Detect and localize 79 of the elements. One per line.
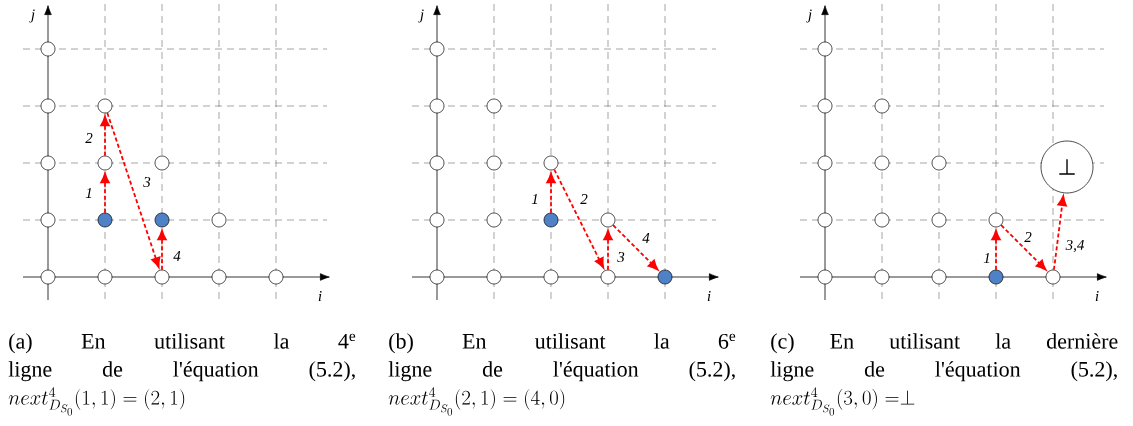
lattice-point bbox=[600, 269, 616, 285]
edge-label: 1 bbox=[530, 193, 540, 205]
caption-formula: $next^{4}_{D_{S_0}}(3,0) = \perp$ bbox=[770, 387, 915, 416]
lattice-point bbox=[97, 269, 113, 285]
lattice-point bbox=[817, 98, 833, 114]
arrow bbox=[991, 229, 1001, 271]
caption-formula: $next^{4}_{D_{S_0}}(1,1) = (2,1)$ bbox=[8, 387, 185, 416]
lattice-point bbox=[429, 98, 445, 114]
lattice-point bbox=[40, 269, 56, 285]
lattice-point bbox=[817, 269, 833, 285]
axis-label: j bbox=[418, 9, 424, 23]
lattice-point bbox=[154, 212, 170, 228]
caption-text: (c) En utilisant la dernière ligne de l'équation (5.2), bbox=[770, 333, 1118, 382]
edge-label: 2 bbox=[579, 193, 589, 205]
lattice-point bbox=[211, 269, 227, 285]
lattice-point bbox=[657, 269, 673, 285]
arrow bbox=[1053, 195, 1067, 271]
lattice-point bbox=[97, 155, 113, 171]
lattice-point bbox=[874, 269, 890, 285]
lattice-point bbox=[429, 41, 445, 57]
arrow bbox=[612, 224, 659, 271]
lattice-point bbox=[40, 98, 56, 114]
lattice-point bbox=[543, 212, 559, 228]
lattice-point bbox=[154, 155, 170, 171]
caption-text: (b) En utilisant la 6$^{e}$ ligne de l'équation (5.2), bbox=[388, 333, 736, 382]
lattice-point bbox=[211, 212, 227, 228]
lattice-point bbox=[931, 269, 947, 285]
edge-label: 4 bbox=[172, 250, 182, 262]
lattice-point bbox=[931, 155, 947, 171]
arrow bbox=[546, 172, 556, 214]
lattice-point bbox=[97, 98, 113, 114]
edge-label: 2 bbox=[84, 132, 94, 144]
lattice-point bbox=[486, 212, 502, 228]
axis-label: i bbox=[707, 291, 711, 301]
lattice-point bbox=[40, 155, 56, 171]
lattice-point bbox=[154, 269, 170, 285]
edge-label: 2 bbox=[1023, 231, 1033, 243]
lattice-point bbox=[874, 98, 890, 114]
arrow bbox=[106, 112, 161, 268]
arrow bbox=[100, 172, 110, 214]
lattice-point bbox=[874, 212, 890, 228]
lattice-point bbox=[988, 212, 1004, 228]
lattice-point bbox=[40, 41, 56, 57]
lattice-point bbox=[486, 269, 502, 285]
edge-label: 1 bbox=[982, 252, 992, 264]
lattice-point bbox=[874, 155, 890, 171]
lattice-point bbox=[429, 212, 445, 228]
edge-label: 3 bbox=[142, 175, 152, 189]
edge-label: 3 bbox=[616, 250, 626, 264]
lattice-point bbox=[97, 212, 113, 228]
axis-label: i bbox=[318, 291, 322, 301]
edge-label: 3,4 bbox=[1064, 238, 1086, 254]
caption-text: (a) En utilisant la 4$^{e}$ ligne de l'équation (5.2), bbox=[8, 333, 356, 382]
lattice-point bbox=[600, 212, 616, 228]
lattice-point bbox=[1045, 269, 1061, 285]
lattice-point bbox=[486, 98, 502, 114]
axis-label: j bbox=[29, 9, 35, 23]
caption-formula: $next^{4}_{D_{S_0}}(2,1) = (4,0)$ bbox=[388, 387, 565, 416]
lattice-point bbox=[40, 212, 56, 228]
lattice-point bbox=[931, 212, 947, 228]
lattice-point bbox=[543, 269, 559, 285]
arrow bbox=[1000, 224, 1047, 271]
lattice-point bbox=[817, 212, 833, 228]
lattice-point bbox=[268, 269, 284, 285]
edge-label: 4 bbox=[641, 232, 651, 244]
lattice-point bbox=[817, 155, 833, 171]
arrow bbox=[603, 229, 613, 271]
lattice-point bbox=[486, 155, 502, 171]
lattice-point bbox=[988, 269, 1004, 285]
edge-label: 1 bbox=[84, 187, 94, 199]
lattice-point bbox=[817, 41, 833, 57]
axis-label: i bbox=[1095, 291, 1099, 301]
lattice-point bbox=[429, 155, 445, 171]
arrow bbox=[157, 229, 167, 271]
arrow bbox=[553, 168, 605, 269]
axis-label: j bbox=[806, 9, 812, 23]
arrow bbox=[100, 115, 110, 157]
lattice-point bbox=[543, 155, 559, 171]
lattice-point bbox=[429, 269, 445, 285]
